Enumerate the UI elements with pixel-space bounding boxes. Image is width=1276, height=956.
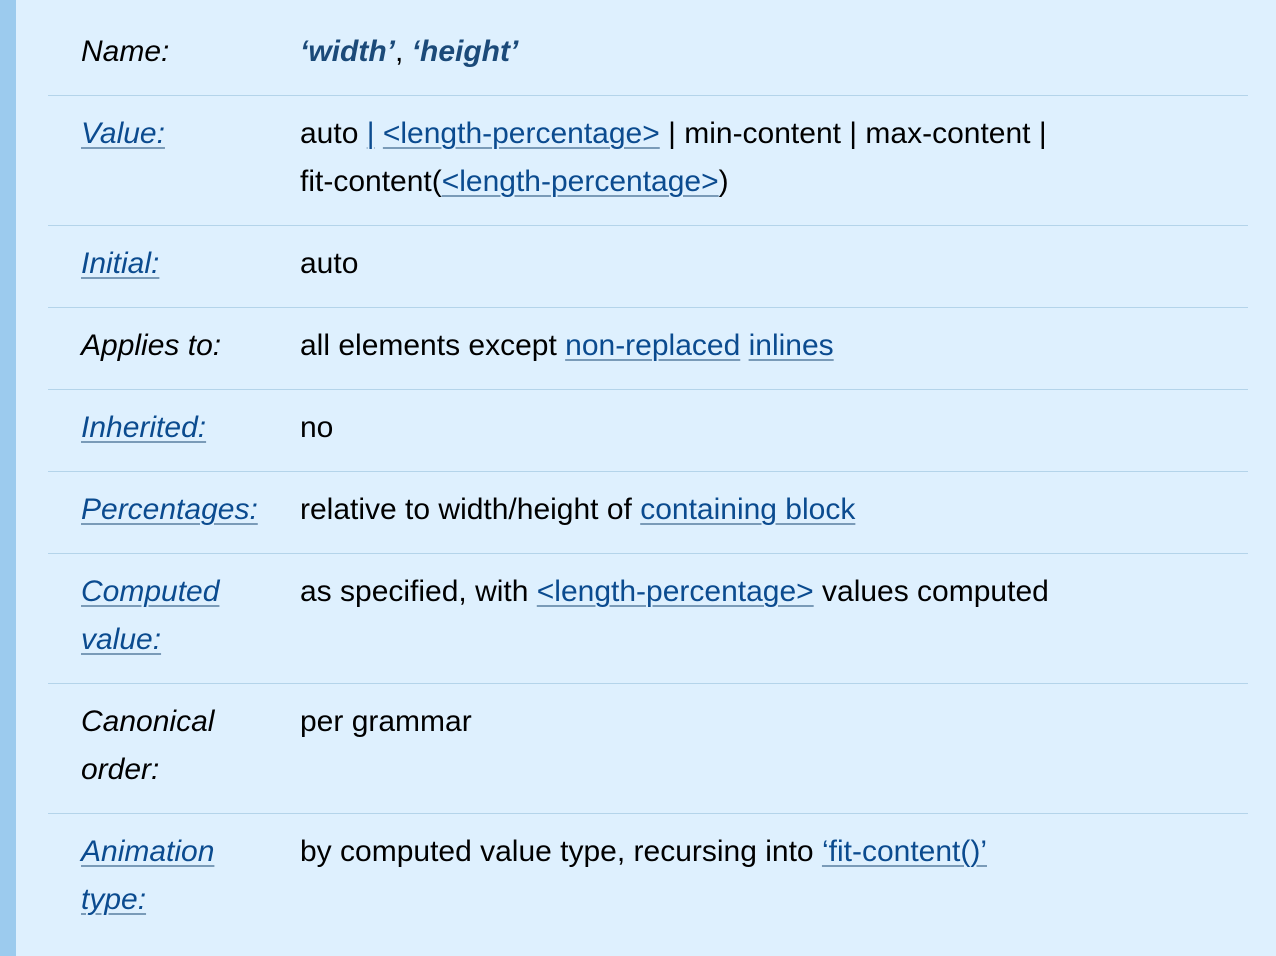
label-canonical-line2: order: bbox=[81, 753, 160, 786]
computed-text-post: values computed bbox=[813, 575, 1049, 608]
animation-text: by computed value type, recursing into bbox=[300, 835, 822, 868]
grammar-bar-link[interactable]: | bbox=[366, 117, 375, 150]
grammar-auto: auto bbox=[300, 117, 367, 150]
label-value: Value: bbox=[48, 110, 300, 225]
row-initial: Initial: auto bbox=[48, 226, 1248, 308]
computed-text-pre: as specified, with bbox=[300, 575, 537, 608]
value-name: ‘width’, ‘height’ bbox=[300, 28, 1120, 95]
inlines-link[interactable]: inlines bbox=[748, 329, 834, 362]
value-applies-to: all elements except non-replaced inlines bbox=[300, 322, 1120, 389]
length-percentage-link-3[interactable]: <length-percentage> bbox=[536, 575, 814, 608]
label-initial-link[interactable]: Initial: bbox=[81, 247, 160, 280]
label-canonical-order: Canonical order: bbox=[48, 698, 300, 813]
row-value: Value: auto | <length-percentage> | min-… bbox=[48, 96, 1248, 226]
label-percentages: Percentages: bbox=[48, 486, 300, 553]
label-animation-type-link[interactable]: Animation type: bbox=[81, 835, 214, 916]
label-computed-value: Computed value: bbox=[48, 568, 300, 683]
label-animation-line1: Animation bbox=[81, 835, 215, 868]
value-grammar: auto | <length-percentage> | min-content… bbox=[300, 110, 1120, 225]
label-applies-to: Applies to: bbox=[81, 329, 222, 362]
value-inherited: no bbox=[300, 411, 334, 444]
property-definition-table: Name: ‘width’, ‘height’ Value: auto | <l… bbox=[48, 14, 1248, 944]
label-animation-type: Animation type: bbox=[48, 828, 300, 944]
label-computed-line1: Computed bbox=[81, 575, 220, 608]
label-inherited: Inherited: bbox=[48, 404, 300, 471]
value-animation-type: by computed value type, recursing into ‘… bbox=[300, 828, 1120, 944]
label-value-link[interactable]: Value: bbox=[81, 117, 165, 150]
containing-block-link[interactable]: containing block bbox=[640, 493, 856, 526]
name-separator: , bbox=[394, 35, 412, 68]
percentages-text: relative to width/height of bbox=[300, 493, 641, 526]
length-percentage-link-1[interactable]: <length-percentage> bbox=[382, 117, 660, 150]
label-inherited-link[interactable]: Inherited: bbox=[81, 411, 207, 444]
value-initial: auto bbox=[300, 247, 359, 280]
row-applies-to: Applies to: all elements except non-repl… bbox=[48, 308, 1248, 390]
row-animation-type: Animation type: by computed value type, r… bbox=[48, 814, 1248, 944]
row-percentages: Percentages: relative to width/height of… bbox=[48, 472, 1248, 554]
label-canonical-line1: Canonical bbox=[81, 705, 215, 738]
length-percentage-link-2[interactable]: <length-percentage> bbox=[441, 165, 719, 198]
non-replaced-link[interactable]: non-replaced bbox=[565, 329, 741, 362]
fit-content-link[interactable]: ‘fit-content()’ bbox=[821, 835, 987, 868]
row-computed-value: Computed value: as specified, with <lengt… bbox=[48, 554, 1248, 684]
left-accent-bar bbox=[0, 0, 16, 956]
label-name: Name: bbox=[81, 35, 170, 68]
label-initial: Initial: bbox=[48, 240, 300, 307]
grammar-fit-post: ) bbox=[718, 165, 729, 198]
label-animation-line2: type: bbox=[81, 883, 147, 916]
property-name-height: ‘height’ bbox=[411, 35, 519, 68]
applies-to-text: all elements except bbox=[300, 329, 566, 362]
value-percentages: relative to width/height of containing b… bbox=[300, 486, 1120, 553]
value-computed: as specified, with <length-percentage> v… bbox=[300, 568, 1120, 683]
row-name: Name: ‘width’, ‘height’ bbox=[48, 14, 1248, 96]
row-canonical-order: Canonical order: per grammar bbox=[48, 684, 1248, 814]
label-computed-line2: value: bbox=[81, 623, 162, 656]
row-inherited: Inherited: no bbox=[48, 390, 1248, 472]
label-computed-value-link[interactable]: Computed value: bbox=[81, 575, 219, 656]
property-name-width: ‘width’ bbox=[300, 35, 395, 68]
grammar-rest: | min-content | max-content | bbox=[659, 117, 1047, 150]
label-percentages-link[interactable]: Percentages: bbox=[81, 493, 258, 526]
grammar-fit-pre: fit-content( bbox=[300, 165, 442, 198]
value-canonical-order: per grammar bbox=[300, 705, 472, 738]
